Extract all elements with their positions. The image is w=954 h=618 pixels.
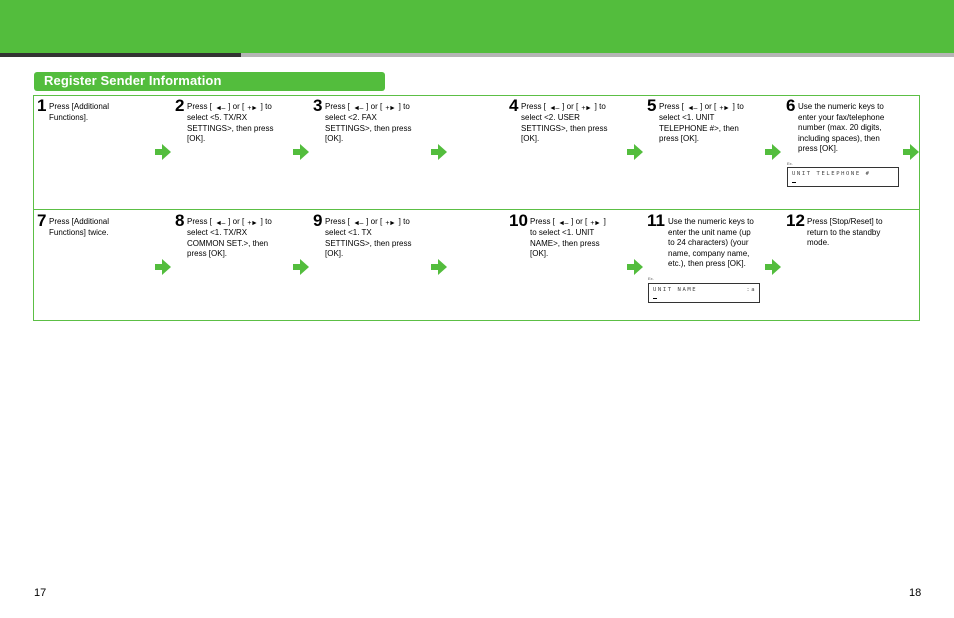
plus-key-icon: +► xyxy=(247,220,258,227)
arrow-right-icon xyxy=(431,259,447,275)
step-text: Press [ ◄– ] or [ +► ] to select <1. TX … xyxy=(325,217,412,258)
lcd-display-unit-name: UNIT NAME :a xyxy=(648,283,760,303)
lcd-line: UNIT NAME :a xyxy=(653,287,757,293)
step-number: 1 xyxy=(37,96,47,115)
step-text: Press [ ◄– ] or [ +► ] to select <2. USE… xyxy=(521,102,608,143)
plus-key-icon: +► xyxy=(581,105,592,112)
step-number: 12 xyxy=(786,211,805,230)
arrow-right-icon xyxy=(627,144,643,160)
arrow-right-icon xyxy=(293,144,309,160)
lcd-display-unit-telephone: UNIT TELEPHONE # xyxy=(787,167,899,187)
header-band xyxy=(0,0,954,53)
step-text: Use the numeric keys to enter the unit n… xyxy=(668,217,754,268)
step-text: Press [ ◄– ] or [ +► ] to select <1. UNI… xyxy=(659,102,744,143)
step-text: Press [ ◄– ] or [ +► ] to select <2. FAX… xyxy=(325,102,412,143)
lcd-cursor xyxy=(653,298,657,299)
step-number: 9 xyxy=(313,211,323,230)
page-number-right: 18 xyxy=(909,587,922,599)
arrow-right-icon xyxy=(431,144,447,160)
plus-key-icon: +► xyxy=(719,105,730,112)
minus-key-icon: ◄– xyxy=(549,105,559,112)
step-number: 10 xyxy=(509,211,528,230)
arrow-right-icon xyxy=(765,144,781,160)
step-number: 6 xyxy=(786,96,796,115)
step-number: 7 xyxy=(37,211,47,230)
header-rule-dark xyxy=(0,53,241,57)
plus-key-icon: +► xyxy=(590,220,601,227)
arrow-right-icon xyxy=(155,144,171,160)
page-number-left: 17 xyxy=(34,587,47,599)
minus-key-icon: ◄– xyxy=(687,105,697,112)
step-number: 5 xyxy=(647,96,657,115)
minus-key-icon: ◄– xyxy=(215,105,225,112)
section-title: Register Sender Information xyxy=(44,73,222,88)
arrow-right-icon xyxy=(293,259,309,275)
step-text: Use the numeric keys to enter your fax/t… xyxy=(798,102,885,153)
step-text: Press [Additional Functions] twice. xyxy=(49,217,110,237)
plus-key-icon: +► xyxy=(385,220,396,227)
row-divider xyxy=(33,209,920,210)
plus-key-icon: +► xyxy=(247,105,258,112)
step-text: Press [ ◄– ] or [ +► ] to select <1. TX/… xyxy=(187,217,272,258)
lcd-cursor xyxy=(792,182,796,183)
step-number: 4 xyxy=(509,96,519,115)
step-text: Press [ ◄– ] or [ +► ] to select <5. TX/… xyxy=(187,102,274,143)
step-text: Press [Stop/Reset] to return to the stan… xyxy=(807,217,883,247)
minus-key-icon: ◄– xyxy=(353,220,363,227)
minus-key-icon: ◄– xyxy=(558,220,568,227)
step-number: 3 xyxy=(313,96,323,115)
steps-panel xyxy=(33,95,920,321)
step-number: 8 xyxy=(175,211,185,230)
arrow-right-icon xyxy=(903,144,919,160)
section-title-bar: Register Sender Information xyxy=(34,72,385,91)
header-rule-light xyxy=(241,53,954,57)
minus-key-icon: ◄– xyxy=(353,105,363,112)
step-number: 11 xyxy=(647,211,665,230)
arrow-right-icon xyxy=(627,259,643,275)
step-text: Press [ ◄– ] or [ +► ] to select <1. UNI… xyxy=(530,217,606,258)
step-text: Press [Additional Functions]. xyxy=(49,102,110,122)
lcd-example-label: Ex. xyxy=(787,161,793,166)
lcd-line: UNIT TELEPHONE # xyxy=(792,171,871,177)
arrow-right-icon xyxy=(155,259,171,275)
plus-key-icon: +► xyxy=(385,105,396,112)
arrow-right-icon xyxy=(765,259,781,275)
minus-key-icon: ◄– xyxy=(215,220,225,227)
step-number: 2 xyxy=(175,96,185,115)
lcd-example-label: Ex. xyxy=(648,276,654,281)
